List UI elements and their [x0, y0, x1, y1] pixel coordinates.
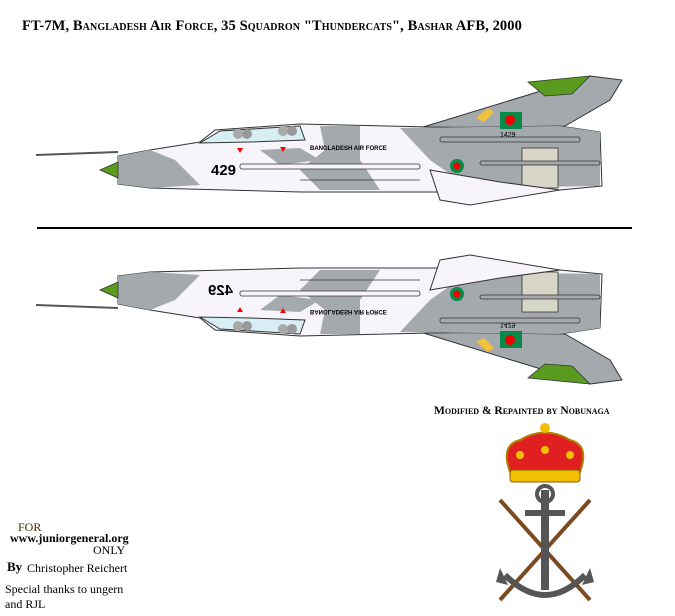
- aircraft-side-view-left: 429 BANGLADESH AIR FORCE 1429: [35, 75, 623, 206]
- tail-serial-mirrored: 1429: [500, 321, 516, 328]
- author-name: Christopher Reichert: [27, 561, 128, 575]
- thanks-line-2: and RJL: [5, 597, 46, 611]
- only-label: ONLY: [93, 543, 126, 557]
- side-number: 429: [211, 162, 236, 179]
- thanks-line-1: Special thanks to ungern: [5, 582, 124, 596]
- aircraft-side-view-right: 429 BANGLADESH AIR FORCE 1429: [35, 254, 623, 385]
- modified-by-credit: Modified & Repainted by Nobunaga: [434, 405, 610, 417]
- by-label: By: [7, 559, 23, 574]
- for-label: FOR: [18, 520, 42, 534]
- tail-serial: 1429: [500, 132, 516, 139]
- fuselage-text: BANGLADESH AIR FORCE: [310, 146, 387, 152]
- website-link[interactable]: www.juniorgeneral.org: [10, 531, 129, 545]
- navy-emblem: [496, 423, 594, 602]
- side-number-mirrored: 429: [208, 282, 233, 299]
- page-title: FT-7M, Bangladesh Air Force, 35 Squadron…: [22, 18, 522, 34]
- fuselage-text-mirrored: BANGLADESH AIR FORCE: [310, 308, 387, 314]
